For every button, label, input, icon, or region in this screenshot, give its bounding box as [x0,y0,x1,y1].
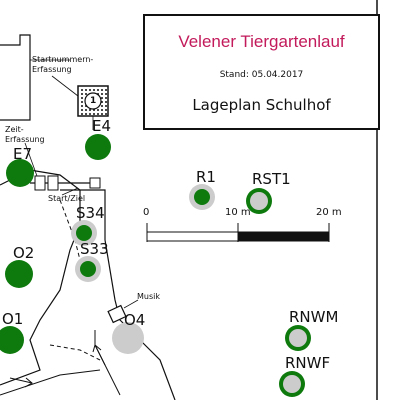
label-musik: Musik [137,292,160,301]
station-number: 1 [90,96,97,106]
event-title: Velener Tiergartenlauf [178,32,345,51]
music-box [107,304,127,324]
time-box-2 [47,175,59,191]
marker-O2 [5,260,33,288]
track-line-south [0,369,101,396]
leader-line-startnr [51,75,79,97]
label-zeit: Zeit- [5,125,24,134]
leader-line-start [61,187,79,196]
plan-title: Lageplan Schulhof [192,96,331,114]
building-outline [0,34,31,121]
scale-label-0: 0 [143,207,150,218]
scale-segment-white [146,231,239,242]
label-R1: R1 [196,168,216,186]
route-arrow-2 [94,344,106,366]
label-startnummern: Startnummern- [32,55,94,64]
label-S34: S34 [76,204,105,222]
label-S33: S33 [80,240,109,258]
label-RNWM: RNWM [289,308,339,326]
label-E7: E7 [13,145,33,163]
route-arrowhead [24,377,33,388]
label-RNWF: RNWF [285,354,331,372]
label-O4: O4 [124,311,146,329]
station-number-circle [84,92,102,110]
yard-boundary [0,169,81,386]
label-O1: O1 [2,310,24,328]
time-box-3 [89,177,101,189]
marker-R1-inner [194,189,210,205]
label-start-ziel: Start/Ziel [48,194,86,203]
marker-O1 [0,326,24,354]
marker-S34-inner [76,225,92,241]
marker-E7 [6,159,34,187]
label-RST1: RST1 [252,170,291,188]
label-E4: E4 [92,117,112,135]
marker-E4 [85,134,111,160]
marker-O4 [112,322,144,354]
track-line-east [60,189,176,400]
leader-line-zeit [24,142,38,177]
route-arrowhead-2 [92,344,102,353]
leader-line-musik [123,299,139,309]
scale-bar [146,223,330,242]
scale-label-20: 20 m [316,207,342,218]
time-box-1 [34,175,46,191]
label-erfassung-1: Erfassung [32,65,72,74]
marker-S33-inner [80,261,96,277]
title-box: Velener Tiergartenlauf Stand: 05.04.2017… [143,14,380,130]
marker-RST1-inner [250,192,268,210]
dashed-route [49,344,101,361]
marker-RNWM-inner [289,329,307,347]
scale-segment-black [237,231,330,242]
markers [0,134,311,397]
marker-RNWF-inner [283,375,301,393]
label-erfassung-2: Erfassung [5,135,45,144]
label-O2: O2 [13,244,35,262]
stand-date: Stand: 05.04.2017 [219,70,304,80]
scale-label-10: 10 m [225,207,251,218]
route-arrow [9,377,33,384]
